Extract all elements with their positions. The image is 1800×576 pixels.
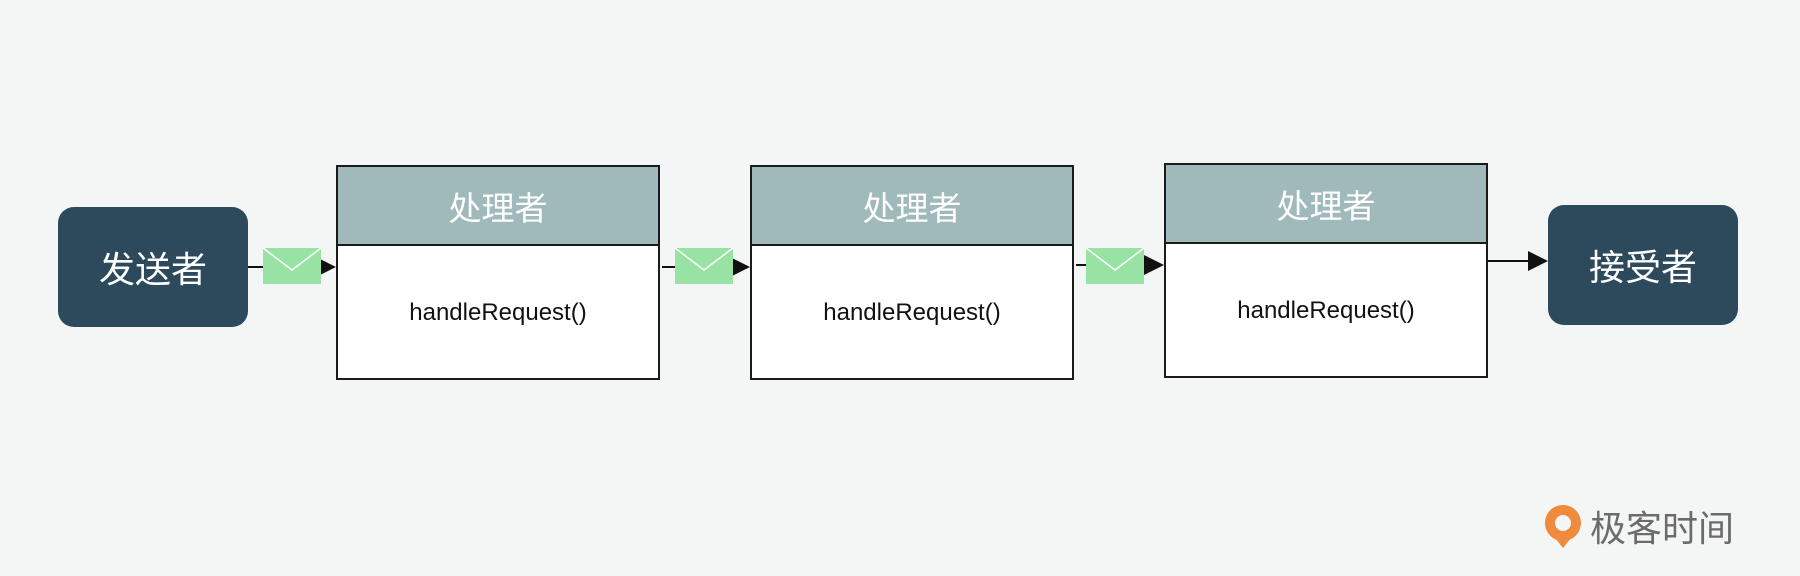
handler-title: 处理者	[1166, 165, 1486, 244]
sender-label: 发送者	[98, 250, 207, 291]
handler-node-1: 处理者 handleRequest()	[336, 165, 660, 380]
brand-name: 极客时间	[1590, 509, 1735, 550]
handler-title: 处理者	[338, 167, 658, 246]
handler-node-2: 处理者 handleRequest()	[750, 165, 1074, 380]
handler-method: handleRequest()	[1237, 297, 1415, 324]
receiver-node: 接受者	[1548, 205, 1738, 325]
sender-node: 发送者	[58, 207, 248, 327]
receiver-label: 接受者	[1588, 248, 1697, 289]
envelope-icon	[674, 247, 734, 284]
handler-node-3: 处理者 handleRequest()	[1164, 163, 1488, 378]
handler-title: 处理者	[752, 167, 1072, 246]
envelope-icon	[1085, 247, 1145, 284]
envelope-icon	[262, 247, 322, 284]
brand-logo-icon	[1544, 505, 1581, 548]
handler-method: handleRequest()	[823, 299, 1001, 326]
brand-logo: 极客时间	[1542, 500, 1734, 552]
handler-method: handleRequest()	[409, 299, 587, 326]
